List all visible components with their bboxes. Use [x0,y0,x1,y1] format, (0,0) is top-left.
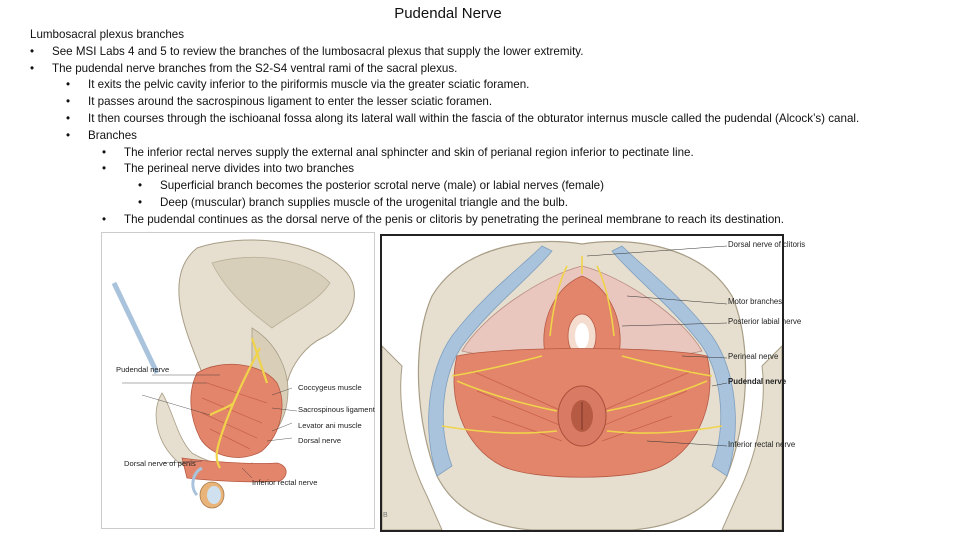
bullet-line-level-2: • It passes around the sacrospinous ligam… [30,94,859,111]
bullet-marker: • [30,61,35,75]
label-coccygeus-muscle: Coccygeus muscle [298,383,362,392]
bullet-line-level-3: • The perineal nerve divides into two bra… [30,161,859,178]
bullet-marker: • [66,78,71,92]
bullet-marker: • [66,128,71,142]
bullet-marker: • [138,195,143,209]
bullet-line-level-1: • The pudendal nerve branches from the S2… [30,61,859,78]
bullet-text: It passes around the sacrospinous ligame… [88,95,493,109]
bullet-line-level-3: • The pudendal continues as the dorsal ne… [30,212,859,229]
bullet-line-level-3: • The inferior rectal nerves supply the e… [30,145,859,162]
label-sacrospinous-ligament: Sacrospinous ligament [298,405,375,414]
label-dorsal-nerve-penis: Dorsal nerve of penis [124,459,196,468]
lateral-pelvis-illustration [111,239,355,509]
bullet-line-level-1: • See MSI Labs 4 and 5 to review the bran… [30,44,859,61]
bullet-line-level-4: • Superficial branch becomes the posterio… [30,178,859,195]
perineum-illustration [382,236,782,530]
bullet-text: Branches [88,128,137,142]
label-motor-branches: Motor branches [728,297,783,306]
bullet-text: It exits the pelvic cavity inferior to t… [88,78,530,92]
bullet-list: Lumbosacral plexus branches • See MSI Labs… [30,27,859,229]
bullet-marker: • [138,179,143,193]
bullet-marker: • [66,95,71,109]
section-heading: Lumbosacral plexus branches [30,27,859,44]
label-levator-ani-muscle: Levator ani muscle [298,421,362,430]
label-posterior-labial-nerve: Posterior labial nerve [728,317,802,326]
perineum-labels: Dorsal nerve of clitoris Motor branches … [380,234,960,528]
figure-corner-label: B [383,512,388,519]
bullet-marker: • [30,44,35,58]
slide-title: Pudendal Nerve [394,5,502,22]
label-pudendal-nerve-right: Pudendal nerve [728,377,787,386]
bullet-text: The pudendal nerve branches from the S2-… [52,61,458,75]
bullet-line-level-2: • Branches [30,128,859,145]
label-perineal-nerve: Perineal nerve [728,352,779,361]
bullet-text: The inferior rectal nerves supply the ex… [124,145,694,159]
bullet-text: The perineal nerve divides into two bran… [124,162,355,176]
label-pudendal-nerve: Pudendal nerve [116,365,170,374]
bullet-text: See MSI Labs 4 and 5 to review the branc… [52,44,584,58]
bullet-line-level-4: • Deep (muscular) branch supplies muscle … [30,195,859,212]
bullet-marker: • [102,145,107,159]
bullet-marker: • [102,212,107,226]
bullet-text: Lumbosacral plexus branches [30,28,185,41]
label-dorsal-nerve: Dorsal nerve [298,436,342,445]
bullet-text: It then courses through the ischioanal f… [88,111,860,125]
label-inferior-rectal-nerve: Inferior rectal nerve [252,478,318,487]
bullet-marker: • [102,162,107,176]
bullet-text: Superficial branch becomes the posterior… [160,179,604,193]
label-dorsal-nerve-clitoris: Dorsal nerve of clitoris [728,240,806,249]
label-inferior-rectal-nerve-right: Inferior rectal nerve [728,440,796,449]
lateral-pelvis-figure: Pudendal nerve Coccygeus muscle Sacrospi… [101,232,375,529]
bullet-marker: • [66,111,71,125]
bullet-line-level-2: • It exits the pelvic cavity inferior to … [30,77,859,94]
bullet-text: Deep (muscular) branch supplies muscle o… [160,195,568,209]
bullet-line-level-2: • It then courses through the ischioanal … [30,111,859,128]
perineum-figure [380,234,784,532]
bullet-text: The pudendal continues as the dorsal ner… [124,212,784,226]
